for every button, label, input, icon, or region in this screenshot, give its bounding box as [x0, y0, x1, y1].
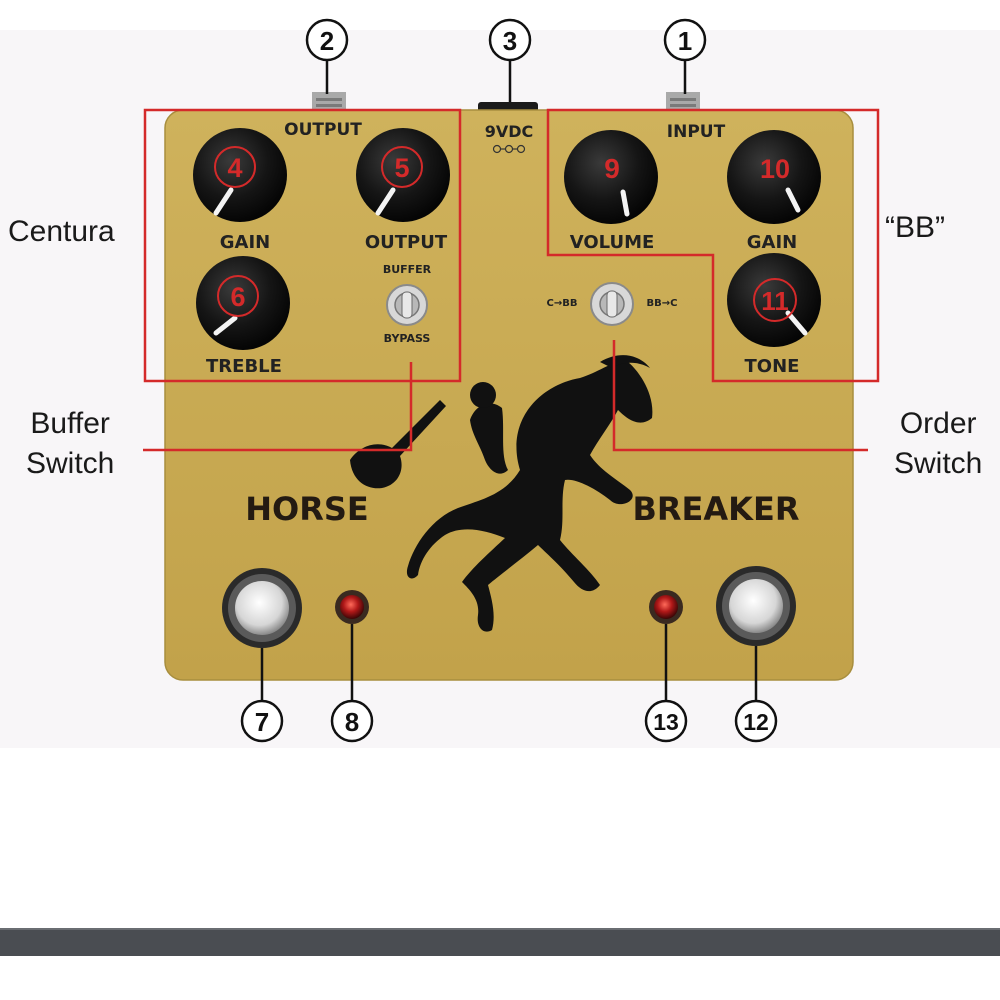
brand-left: HORSE	[245, 490, 369, 528]
svg-text:12: 12	[743, 709, 769, 735]
svg-text:1: 1	[678, 26, 692, 56]
buffer-switch-bottom-label: BYPASS	[384, 332, 431, 345]
led-centura	[335, 590, 369, 624]
callout-3: 3	[490, 20, 530, 60]
order-switch-left-label: C→BB	[547, 298, 578, 309]
svg-text:2: 2	[320, 26, 334, 56]
power-jack-label: 9VDC	[485, 122, 534, 141]
centura-label: Centura	[8, 212, 115, 252]
bottom-toolbar-strip	[0, 928, 1000, 956]
callout-13: 13	[646, 701, 686, 741]
label-bb-gain: GAIN	[747, 232, 797, 253]
svg-text:8: 8	[345, 707, 359, 737]
led-bb	[649, 590, 683, 624]
label-bb-volume: VOLUME	[570, 232, 655, 253]
svg-text:5: 5	[394, 153, 409, 183]
output-jack-label: OUTPUT	[284, 120, 362, 140]
svg-text:13: 13	[653, 709, 679, 735]
label-centura-gain: GAIN	[220, 232, 270, 253]
order-switch-right-label: BB→C	[647, 298, 678, 309]
input-jack-label: INPUT	[667, 122, 726, 142]
label-centura-output: OUTPUT	[365, 232, 448, 253]
callout-7: 7	[242, 701, 282, 741]
callout-8: 8	[332, 701, 372, 741]
svg-text:9: 9	[604, 153, 620, 184]
callout-2: 2	[307, 20, 347, 60]
label-bb-tone: TONE	[745, 356, 800, 377]
order-toggle-switch[interactable]	[591, 283, 633, 325]
callout-1: 1	[665, 20, 705, 60]
svg-text:4: 4	[227, 153, 242, 183]
svg-text:11: 11	[761, 286, 789, 316]
buffer-switch-label: Buffer Switch	[26, 404, 114, 484]
svg-text:10: 10	[760, 154, 790, 184]
buffer-toggle-switch[interactable]	[387, 285, 427, 325]
svg-text:3: 3	[503, 26, 517, 56]
callout-10: 10	[760, 154, 790, 184]
svg-text:7: 7	[255, 707, 269, 737]
bb-label: “BB”	[885, 208, 945, 248]
callout-9: 9	[604, 153, 620, 184]
order-switch-label: Order Switch	[894, 404, 982, 484]
footswitch-bb[interactable]	[716, 566, 796, 646]
callout-12: 12	[736, 701, 776, 741]
buffer-switch-top-label: BUFFER	[383, 263, 432, 276]
brand-right: BREAKER	[633, 490, 800, 528]
label-centura-treble: TREBLE	[206, 356, 282, 377]
svg-text:6: 6	[230, 282, 245, 312]
footswitch-centura[interactable]	[222, 568, 302, 648]
